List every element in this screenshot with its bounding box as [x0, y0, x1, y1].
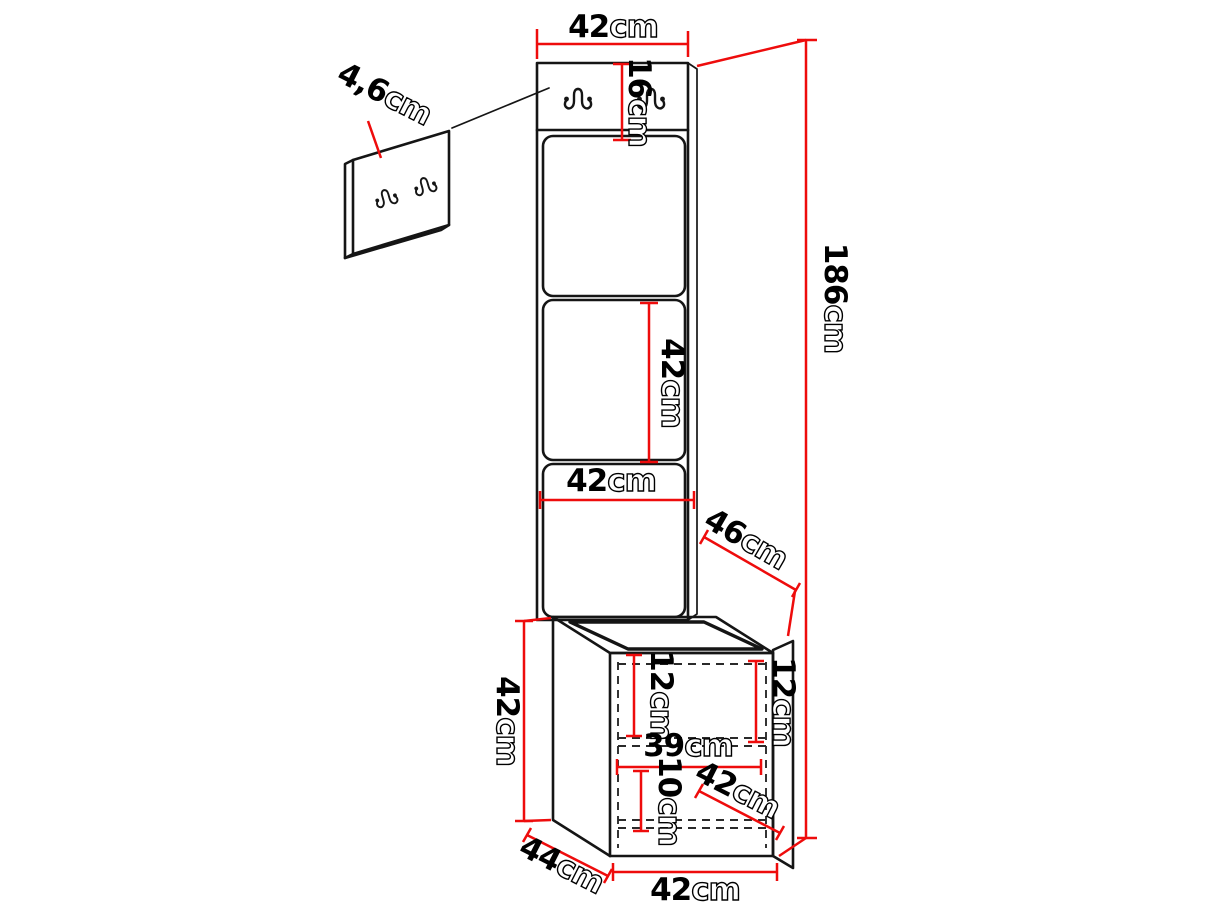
coat-hook-icon — [411, 174, 439, 198]
dim-label: 42cm — [654, 338, 690, 428]
dim-label: 44cm — [513, 829, 609, 902]
dim-label: 39cm — [643, 728, 733, 764]
detail-pointer-line — [451, 87, 550, 129]
dim-label: 42cm — [489, 676, 525, 766]
dim-shelf-clearance-left: 12cm — [626, 650, 680, 741]
hidden-edges — [617, 662, 767, 848]
tall-panel — [535, 61, 698, 622]
dim-label: 12cm — [643, 650, 679, 740]
seat-cushion — [568, 620, 764, 651]
dim-label: 46cm — [698, 501, 794, 577]
dim-label: 4,6cm — [332, 55, 438, 133]
dim-total-height: 186cm — [696, 38, 854, 858]
coat-hook-icon — [562, 87, 594, 110]
dim-label: 16cm — [621, 57, 657, 147]
dim-label: 10cm — [651, 756, 687, 846]
bench-cabinet — [551, 615, 795, 870]
dim-label: 42cm — [566, 463, 656, 499]
dim-middle-cushion-height: 42cm — [640, 301, 691, 464]
furniture-outlines — [343, 61, 795, 870]
dim-label: 12cm — [765, 657, 801, 747]
dim-hook-panel-height: 16cm — [613, 57, 658, 148]
dim-label: 42cm — [650, 872, 740, 908]
dim-bench-depth: 44cm — [513, 827, 614, 902]
dim-top-width: 42cm — [535, 8, 690, 59]
dim-label: 42cm — [689, 754, 785, 827]
dim-label: 42cm — [568, 9, 658, 45]
wall-hook-panel — [343, 129, 451, 260]
coat-hook-icon — [372, 186, 400, 210]
dim-shelf-clearance-right: 12cm — [748, 657, 802, 748]
dim-bench-height: 42cm — [488, 616, 552, 823]
dim-panel-width: 42cm — [538, 462, 696, 509]
dim-label: 186cm — [817, 243, 853, 353]
bench-left-side — [551, 615, 612, 858]
open-door-panel — [771, 639, 795, 870]
dim-inner-width: 39cm — [615, 727, 763, 775]
dim-wall-panel-thickness: 4,6cm — [332, 55, 438, 159]
dim-bench-width: 42cm — [611, 863, 779, 909]
dim-bottom-clearance: 10cm — [633, 756, 688, 847]
